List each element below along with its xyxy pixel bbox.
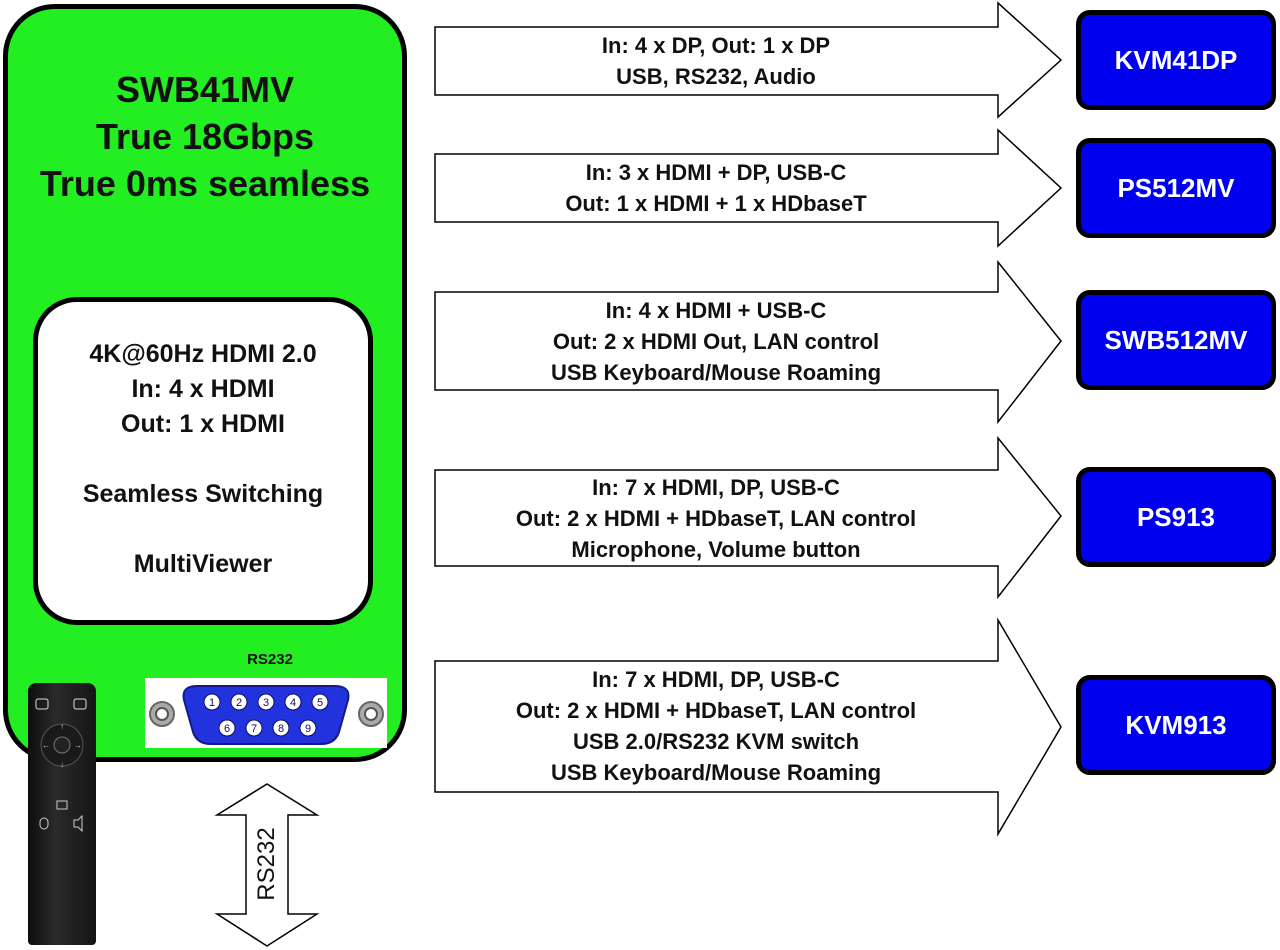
- feature-line: USB, RS232, Audio: [616, 64, 816, 89]
- device-seamless: True 0ms seamless: [39, 163, 371, 204]
- db9-pin-label: 1: [209, 697, 215, 709]
- remote-control-icon: ↑ ↓ ← →: [28, 683, 96, 945]
- svg-text:←: ←: [42, 741, 50, 750]
- db9-pin-label: 3: [263, 697, 269, 709]
- feature-line: In: 7 x HDMI, DP, USB-C: [592, 667, 840, 692]
- device-title: SWB41MV True 18Gbps True 0ms seamless: [0, 66, 410, 207]
- feature-line: In: 4 x HDMI + USB-C: [605, 298, 827, 323]
- db9-pin-bottom-2: [272, 719, 290, 737]
- arrow-ps512mv: [434, 128, 1063, 248]
- db9-pin-top-2: [257, 693, 275, 711]
- rs232-link-label: RS232: [253, 827, 280, 901]
- product-name: SWB512MV: [1104, 324, 1248, 355]
- svg-text:↓: ↓: [60, 760, 64, 769]
- db9-pin-label: 2: [236, 697, 242, 709]
- feature-line: Out: 2 x HDMI + HDbaseT, LAN control: [515, 506, 917, 531]
- db9-pin-label: 9: [305, 723, 311, 735]
- device-model: SWB41MV: [115, 69, 295, 110]
- svg-text:↑: ↑: [60, 722, 64, 731]
- feature-line: Out: 1 x HDMI + 1 x HDbaseT: [565, 191, 867, 216]
- feature-line: USB Keyboard/Mouse Roaming: [550, 760, 882, 785]
- db9-connector-icon: 1 2 3 4 5 6 7 8 9: [145, 678, 387, 748]
- feature-line: USB Keyboard/Mouse Roaming: [550, 360, 882, 385]
- ps913-features: In: 7 x HDMI, DP, USB-C Out: 2 x HDMI + …: [436, 472, 996, 565]
- double-arrow-icon: [214, 783, 320, 947]
- feature-line: Microphone, Volume button: [571, 537, 861, 562]
- arrow-ps913: [434, 435, 1062, 600]
- specs-panel: [33, 297, 373, 625]
- swb512mv-features: In: 4 x HDMI + USB-C Out: 2 x HDMI Out, …: [436, 295, 996, 388]
- svg-text:→: →: [74, 741, 82, 750]
- kvm913-features: In: 7 x HDMI, DP, USB-C Out: 2 x HDMI + …: [436, 664, 996, 788]
- product-name: KVM913: [1125, 709, 1227, 740]
- product-name: PS512MV: [1117, 172, 1235, 203]
- spec-resolution: 4K@60Hz HDMI 2.0: [89, 340, 317, 368]
- product-name: KVM41DP: [1114, 44, 1238, 75]
- db9-pin-label: 5: [317, 697, 323, 709]
- product-swb512mv: SWB512MV: [1076, 290, 1276, 390]
- db9-pin-label: 7: [251, 723, 257, 735]
- arrow-kvm41dp: [434, 1, 1063, 119]
- product-kvm913: KVM913: [1076, 675, 1276, 775]
- ps512mv-features: In: 3 x HDMI + DP, USB-C Out: 1 x HDMI +…: [436, 157, 996, 219]
- db9-pin-top-1: [230, 693, 248, 711]
- device-bandwidth: True 18Gbps: [95, 116, 315, 157]
- db9-pin-top-0: [203, 693, 221, 711]
- product-ps512mv: PS512MV: [1076, 138, 1276, 238]
- feature-line: Out: 2 x HDMI + HDbaseT, LAN control: [515, 698, 917, 723]
- rs232-port-label: RS232: [247, 651, 293, 668]
- kvm41dp-features: In: 4 x DP, Out: 1 x DP USB, RS232, Audi…: [436, 30, 996, 92]
- product-kvm41dp: KVM41DP: [1076, 10, 1276, 110]
- feature-line: USB 2.0/RS232 KVM switch: [572, 729, 860, 754]
- db9-pin-bottom-0: [218, 719, 236, 737]
- arrow-kvm913: [434, 617, 1062, 837]
- db9-pin-top-4: [311, 693, 329, 711]
- arrow-swb512mv: [434, 259, 1062, 425]
- db9-pin-bottom-3: [299, 719, 317, 737]
- spec-seamless-switching: Seamless Switching: [82, 480, 324, 508]
- spec-outputs: Out: 1 x HDMI: [121, 410, 285, 438]
- spec-multiviewer: MultiViewer: [133, 550, 273, 578]
- db9-pin-label: 4: [290, 697, 296, 709]
- feature-line: In: 3 x HDMI + DP, USB-C: [585, 160, 847, 185]
- feature-line: In: 7 x HDMI, DP, USB-C: [592, 475, 840, 500]
- product-name: PS913: [1136, 501, 1216, 532]
- db9-pin-bottom-1: [245, 719, 263, 737]
- feature-line: Out: 2 x HDMI Out, LAN control: [552, 329, 880, 354]
- db9-pin-label: 8: [278, 723, 284, 735]
- spec-inputs: In: 4 x HDMI: [131, 375, 275, 403]
- db9-pin-top-3: [284, 693, 302, 711]
- product-ps913: PS913: [1076, 467, 1276, 567]
- db9-pin-label: 6: [224, 723, 230, 735]
- feature-line: In: 4 x DP, Out: 1 x DP: [601, 33, 831, 58]
